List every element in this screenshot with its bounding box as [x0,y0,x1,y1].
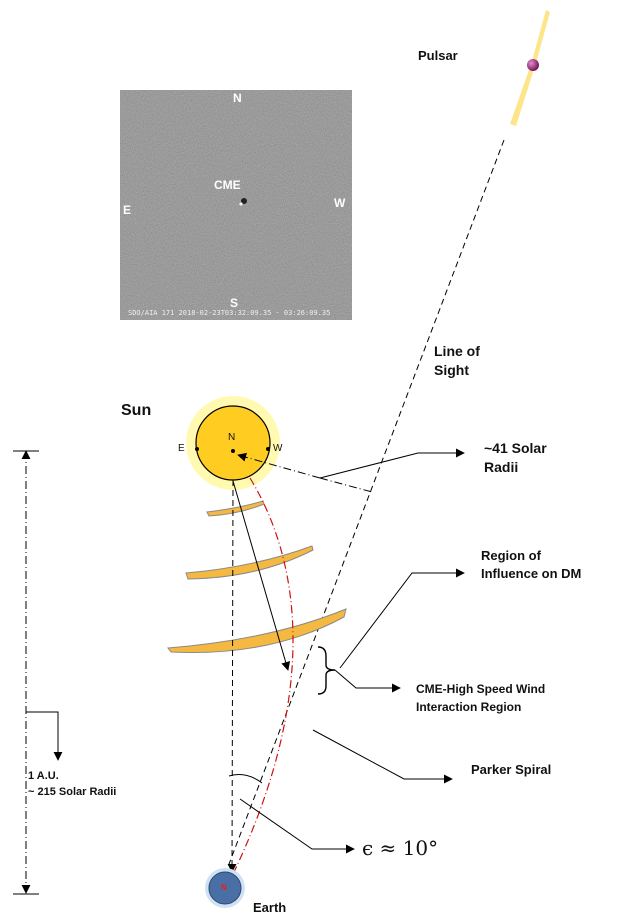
earth-disk [208,871,242,905]
cme-image: N S E W CME SDO/AIA 171 2018-02-23T03:32… [120,90,352,320]
pulsar-label: Pulsar [418,48,458,63]
cme-arc-large [167,608,347,654]
au-label-1: 1 A.U. [28,770,59,782]
cme-hsw-label-1: CME-High Speed Wind [416,682,546,696]
cme-image-caption: SDO/AIA 171 2018-02-23T03:32:09.35 - 03:… [128,309,331,317]
line-of-sight-label-1: Line of [434,343,480,359]
interaction-brace [317,646,336,695]
sun-north-label: N [228,432,236,443]
epsilon-callout [239,798,355,854]
solar-radii-label-1: ~41 Solar [484,440,547,456]
cme-hsw-label-2: Interaction Region [416,700,522,714]
parker-callout [312,729,453,784]
epsilon-label: ϵ ≈ 10° [362,836,439,860]
parker-spiral [233,477,294,873]
cme-south-label: S [230,296,239,310]
sun-label: Sun [121,402,152,419]
pulsar-beam-bottom [510,67,534,126]
sun-west-label: W [273,443,283,454]
cme-arc-small [206,500,265,517]
cme-north-label: N [233,91,242,105]
au-measure [13,450,63,895]
earth-north-label: N [221,883,227,892]
cme-arcs [167,500,347,654]
parker-spiral-label: Parker Spiral [471,762,552,777]
earth-group [205,868,245,908]
region-label-1: Region of [481,548,541,563]
region-label-2: Influence on DM [481,566,582,581]
sun-east-label: E [178,443,185,454]
sun-earth-line [227,479,237,873]
line-of-sight [225,139,505,873]
sun-disk [195,405,271,481]
earth-label: Earth [253,900,287,915]
au-label-2: ~ 215 Solar Radii [28,786,117,798]
pulsar-icon [527,59,539,71]
angle-arc [228,774,263,784]
line-of-sight-label-2: Sight [434,362,469,378]
cme-direction-arrow [232,480,291,671]
cme-west-label: W [334,196,346,210]
sun-group [186,396,280,490]
cme-label: CME [214,178,241,192]
pulsar-beam-top [532,10,550,63]
cme-hsw-callout [334,669,401,693]
pulsar-group [510,10,550,126]
region-callout [339,568,465,669]
cme-arc-medium [185,545,314,580]
cme-east-label: E [123,203,132,217]
solar-radii-callout [319,448,465,479]
solar-radii-label-2: Radii [484,459,519,475]
